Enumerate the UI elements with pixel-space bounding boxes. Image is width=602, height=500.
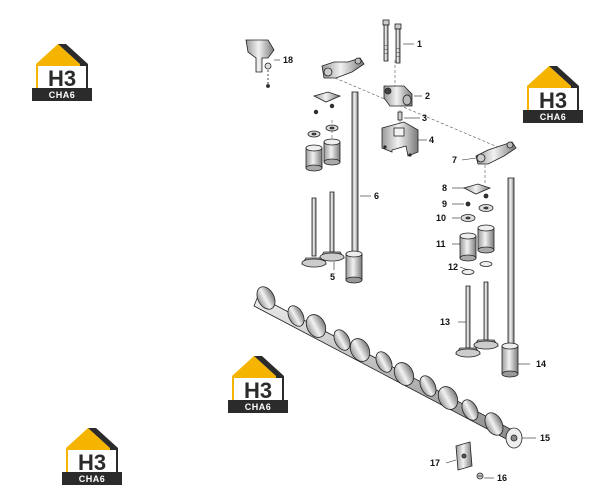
callout-label: 18 <box>283 55 293 65</box>
callout-label: 2 <box>425 91 430 101</box>
watermark-sub: CHA6 <box>49 90 76 100</box>
watermark-main: H3 <box>539 88 567 113</box>
callout-label: 12 <box>448 262 458 272</box>
part-pushrod-right <box>501 177 519 378</box>
part-shaft-support <box>383 85 413 107</box>
callout-label: 11 <box>436 239 446 249</box>
watermark-sub: CHA6 <box>79 474 106 484</box>
part-camshaft <box>253 286 523 449</box>
part-valve-train-left <box>301 91 345 268</box>
callout-label: 7 <box>452 155 457 165</box>
callout-label: 5 <box>330 272 335 282</box>
watermark-main: H3 <box>244 378 272 403</box>
watermark-logo: H3 CHA6 <box>32 44 92 101</box>
callout-label: 14 <box>536 359 546 369</box>
part-pin <box>397 111 403 121</box>
watermark-sub: CHA6 <box>245 402 272 412</box>
callout-label: 3 <box>422 113 427 123</box>
part-rocker-arm-left <box>321 57 365 79</box>
callout-label: 10 <box>436 213 446 223</box>
watermark-logo: H3 CHA6 <box>523 66 583 123</box>
watermark-logo: H3 CHA6 <box>62 428 122 485</box>
part-bracket <box>245 39 275 88</box>
callout-label: 8 <box>442 183 447 193</box>
part-screw <box>476 472 484 480</box>
part-pushrod-left <box>345 91 363 284</box>
watermark-main: H3 <box>48 66 76 91</box>
watermark-main: H3 <box>78 450 106 475</box>
callouts: 1 2 3 4 5 6 7 8 9 10 11 12 13 14 15 16 1… <box>283 39 550 483</box>
callout-label: 17 <box>430 458 440 468</box>
watermark-logo: H3 CHA6 <box>228 356 288 413</box>
callout-label: 6 <box>374 191 379 201</box>
callout-label: 4 <box>429 135 434 145</box>
callout-label: 13 <box>440 317 450 327</box>
part-pedestal <box>381 121 419 157</box>
leader-lines <box>274 43 536 479</box>
part-thrust-plate <box>455 441 473 471</box>
callout-label: 1 <box>417 39 422 49</box>
callout-label: 9 <box>442 199 447 209</box>
part-valve-train-right <box>455 183 499 358</box>
part-bolts <box>382 19 402 64</box>
part-rocker-arm-right <box>475 141 517 165</box>
watermark-sub: CHA6 <box>540 112 567 122</box>
callout-label: 15 <box>540 433 550 443</box>
callout-label: 16 <box>497 473 507 483</box>
